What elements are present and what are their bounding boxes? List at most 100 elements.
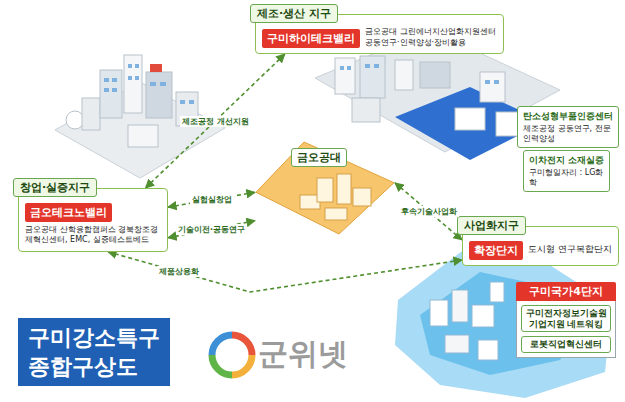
illustration-shape — [212, 335, 232, 355]
illustration-shape — [395, 60, 413, 90]
illustration-shape — [232, 335, 252, 355]
dashed-arrow — [168, 221, 255, 238]
facility-box: 이차전지 소재실증구미형일자리 : LG화학 — [523, 150, 610, 192]
node-body: 금오테크노밸리금오공대 산학융합캠퍼스 경북창조경제혁신센터, EMC, 실증테… — [25, 201, 161, 246]
child-group: 금오테크노밸리 — [25, 201, 161, 222]
illustration-shape — [485, 80, 490, 84]
complex-panel: 구미국가4단지구미전자정보기술원 기업지원 네트워킹로봇직업혁신센터 — [516, 282, 616, 358]
illustration-shape — [352, 98, 380, 122]
facility-heading: 탄소성형부품인증센터 — [523, 110, 613, 123]
district-heading: 사업화지구 — [457, 216, 526, 235]
illustration-shape — [347, 66, 351, 70]
illustration-shape — [66, 111, 84, 129]
illustration-shape — [494, 80, 499, 84]
illustration-shape — [452, 290, 468, 322]
edge-label: 제품상용화 — [157, 266, 201, 277]
edge-label: 기술이전·공동연구 — [176, 224, 247, 235]
node-body: 확장단지도시형 연구복합단지 — [469, 239, 612, 260]
illustration-shape — [480, 72, 505, 102]
illustration-shape — [180, 100, 185, 104]
site-name: 금오테크노밸리 — [30, 205, 107, 220]
illustration-shape — [395, 245, 612, 398]
illustration-shape — [104, 88, 109, 92]
illustration-shape — [100, 70, 122, 118]
campus-zone: 금오공대 — [255, 140, 395, 235]
label-holder: 군위넷 — [258, 334, 348, 375]
facility-box: 로봇직업혁신센터 — [521, 336, 611, 353]
campus-building — [337, 174, 351, 204]
dashed-arrow — [395, 183, 462, 240]
edge-label-holder: 제조공정 개선지원 — [180, 116, 251, 127]
facility-name: 구미전자정보기술원 기업지원 네트워킹 — [525, 308, 607, 329]
child-group: 확장단지 — [469, 239, 523, 260]
child-group: 구미전자정보기술원 기업지원 네트워킹로봇직업혁신센터 — [521, 305, 611, 353]
illustration-shape — [128, 76, 132, 80]
illustration-shape — [189, 100, 194, 104]
illustration-shape — [146, 72, 172, 118]
facility-description: 제조공정 공동연구, 전문인력양성 — [523, 124, 613, 144]
illustration-shape — [478, 340, 498, 360]
illustration-shape — [430, 300, 448, 326]
illustration-shape — [340, 66, 344, 70]
node-body: 구미하이테크밸리 금오공대 그린에너지산업화지원센터 공동연구·인력양성·장비활용 — [262, 27, 497, 48]
site-box: 구미하이테크밸리 — [262, 29, 360, 48]
illustration-shape — [360, 56, 385, 98]
site-name: 확장단지 — [474, 243, 518, 258]
illustration-shape — [128, 125, 158, 147]
illustration-shape — [124, 55, 142, 113]
site-name: 구미하이테크밸리 — [267, 31, 355, 46]
district-heading: 창업·실증지구 — [13, 178, 97, 197]
edge-label: 후속기술사업화 — [399, 206, 459, 217]
illustration-shape — [445, 335, 469, 353]
edge-label: 실험실창업 — [190, 194, 234, 205]
facility-name: 로봇직업혁신센터 — [525, 339, 607, 350]
edge-label-holder: 기술이전·공동연구 — [176, 224, 247, 235]
node-body: 제조공정 공동연구, 전문인력양성 — [523, 124, 613, 144]
campus-building — [317, 178, 333, 202]
illustration-shape — [104, 78, 109, 82]
district-heading: 제조·생산 지구 — [250, 4, 338, 23]
illustration-shape — [128, 64, 132, 68]
illustration-shape — [135, 76, 139, 80]
commercialization-map — [395, 245, 612, 398]
illustration-shape — [455, 108, 485, 130]
campus-building — [325, 208, 347, 220]
title-box: 구미강소특구 종합구상도 — [18, 318, 170, 386]
illustration-shape — [82, 98, 100, 130]
district-panel: 제조·생산 지구구미하이테크밸리금오공대 그린에너지산업화지원센터 공동연구·인… — [255, 14, 504, 54]
watermark-logo — [212, 335, 252, 375]
facility-box: 구미전자정보기술원 기업지원 네트워킹 — [521, 305, 611, 332]
edge-label-holder: 후속기술사업화 — [399, 206, 459, 217]
illustration-shape — [112, 78, 117, 82]
district-panel: 창업·실증지구금오테크노밸리금오공대 산학융합캠퍼스 경북창조경제혁신센터, E… — [18, 188, 168, 252]
illustration-shape — [232, 355, 252, 375]
campus-building — [353, 188, 371, 206]
illustration-shape — [335, 58, 355, 94]
site-box: 확장단지 — [469, 241, 523, 260]
illustration-shape — [374, 64, 379, 68]
illustration-shape — [160, 82, 166, 86]
node-body: 구미형일자리 : LG화학 — [529, 168, 604, 188]
illustration-shape — [150, 64, 162, 72]
facility-heading: 이차전지 소재실증 — [529, 154, 604, 167]
node-body: 구미전자정보기술원 기업지원 네트워킹로봇직업혁신센터 — [516, 301, 616, 358]
dashed-arrow — [146, 54, 285, 188]
district-description: 금오공대 그린에너지산업화지원센터 공동연구·인력양성·장비활용 — [365, 27, 497, 48]
title-text: 구미강소특구 종합구상도 — [28, 323, 160, 381]
site-box: 금오테크노밸리 — [25, 203, 112, 222]
facility-box: 탄소성형부품인증센터제조공정 공동연구, 전문인력양성 — [517, 106, 619, 148]
complex-heading: 구미국가4단지 — [516, 282, 616, 301]
edge-label-holder: 실험실창업 — [190, 194, 234, 205]
illustration-shape — [472, 305, 494, 327]
watermark-text: 군위넷 — [258, 334, 348, 375]
illustration-shape — [365, 64, 370, 68]
dashed-arrow — [168, 192, 255, 207]
district-panel: 사업화지구확장단지도시형 연구복합단지 — [462, 226, 619, 266]
facility-description: 구미형일자리 : LG화학 — [529, 168, 604, 188]
illustration-shape — [420, 62, 450, 88]
campus-shape — [256, 142, 394, 234]
illustration-shape — [496, 112, 518, 136]
edge-label: 제조공정 개선지원 — [180, 116, 251, 127]
edge-label-holder: 제품상용화 — [157, 266, 201, 277]
